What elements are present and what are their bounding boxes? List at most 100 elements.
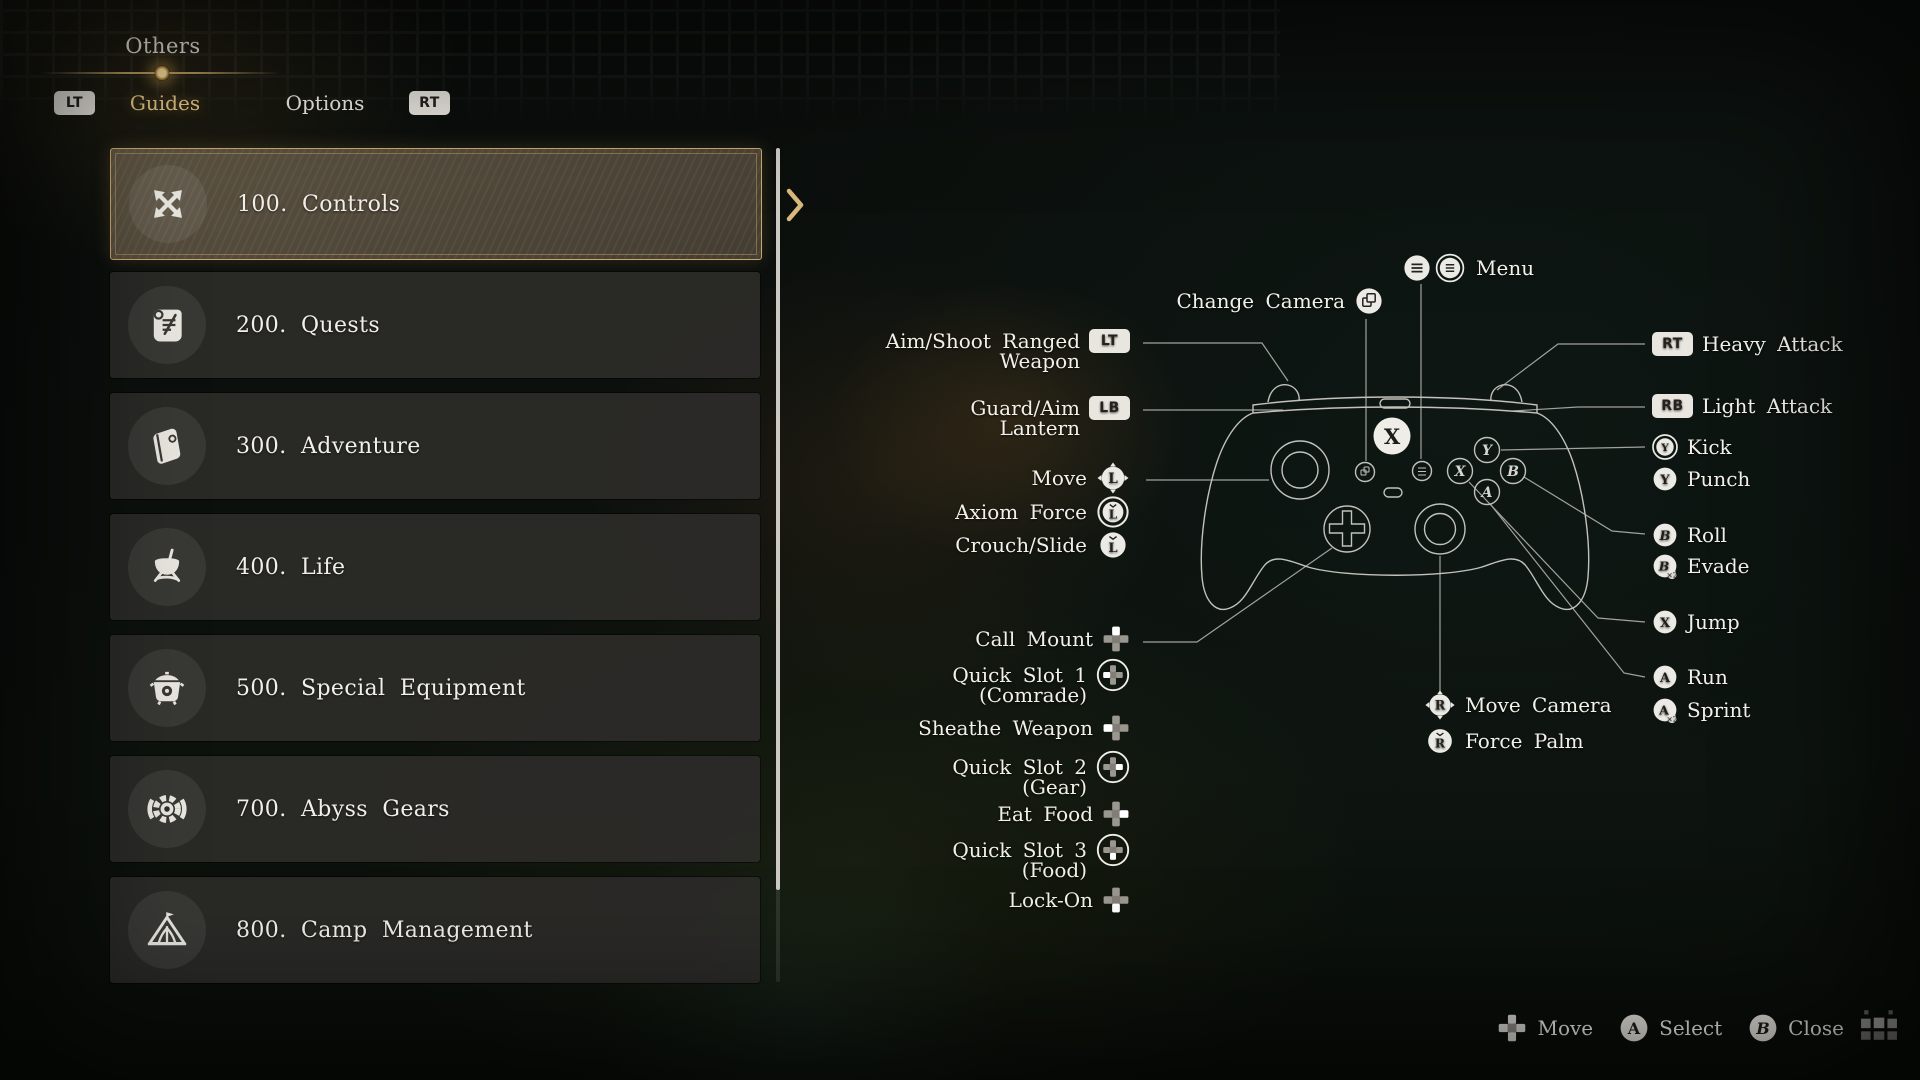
hint-close[interactable]: B Close [1748, 1013, 1844, 1043]
svg-text:Y: Y [1660, 442, 1669, 454]
dpad-right-hold-icon [1096, 750, 1130, 784]
lt-button-icon[interactable]: LT [54, 91, 95, 115]
hint-move[interactable]: Move [1497, 1013, 1593, 1043]
book-icon [128, 407, 206, 485]
left-stick-move-icon: L [1096, 461, 1130, 495]
input-device-grid-icon[interactable] [1860, 1008, 1898, 1046]
jump-mapping: X Jump [1652, 609, 1740, 635]
roll-mapping: B Roll [1652, 522, 1727, 548]
dpad-down-hold-icon [1096, 833, 1130, 867]
svg-text:R: R [1435, 698, 1446, 713]
tent-icon [128, 891, 206, 969]
menu-label: Menu [1476, 256, 1535, 280]
menu-ring-icon [1435, 253, 1465, 283]
menu-mapping: Menu [1402, 253, 1535, 283]
run-mapping: A Run [1652, 665, 1728, 689]
svg-text:B: B [1658, 559, 1670, 574]
controller-x-letter: X [1454, 464, 1467, 480]
list-scrollbar-thumb[interactable] [776, 148, 780, 890]
y-button-icon: Y [1652, 466, 1678, 492]
sprint-mapping: A ×2 Sprint [1652, 697, 1750, 723]
page-title: Others [125, 34, 201, 58]
move-camera-mapping: R Move Camera [1424, 690, 1612, 720]
guide-item-label: 300. Adventure [236, 433, 421, 459]
view-button-icon [1354, 286, 1384, 316]
svg-text:L: L [1109, 508, 1118, 522]
axiom-force-mapping: Axiom Force L [955, 496, 1130, 529]
dpad-right-icon [1102, 800, 1130, 828]
dpad-down-icon [1102, 886, 1130, 914]
guide-item-special-equipment[interactable]: 500. Special Equipment [110, 635, 760, 741]
dpad-left-icon [1102, 714, 1130, 742]
svg-text:B: B [1659, 529, 1671, 544]
change-camera-mapping: Change Camera [1176, 288, 1385, 314]
lb-button-icon: LB [1089, 396, 1130, 420]
guide-item-label: 700. Abyss Gears [236, 796, 450, 822]
y-button-hold-icon: Y [1652, 434, 1678, 460]
guide-item-label: 800. Camp Management [236, 917, 533, 943]
xbox-guide-icon: X [1384, 424, 1401, 449]
guide-item-camp-management[interactable]: 800. Camp Management [110, 877, 760, 983]
right-stick-move-icon: R [1424, 689, 1456, 721]
cauldron-icon [128, 528, 206, 606]
controller-a-letter: A [1480, 485, 1493, 501]
scroll-icon [128, 286, 206, 364]
eat-food-mapping: Eat Food [997, 801, 1130, 828]
svg-text:A: A [1658, 703, 1669, 718]
b-button-icon: B [1748, 1013, 1778, 1043]
move-mapping: Move L [1031, 462, 1130, 495]
guide-item-controls[interactable]: 100. Controls [110, 148, 762, 260]
x-button-icon: X [1652, 609, 1678, 635]
svg-text:L: L [1108, 541, 1117, 556]
incense-pot-icon [128, 649, 206, 727]
svg-text:X: X [1660, 616, 1671, 631]
controller-b-letter: B [1506, 464, 1519, 480]
menu-filled-icon [1402, 253, 1432, 283]
b-button-icon: B [1652, 522, 1678, 548]
left-stick-press-icon: L [1096, 528, 1130, 562]
kick-mapping: Y Kick [1652, 434, 1732, 460]
title-glow-dot [154, 65, 170, 81]
rb-button-icon: RB [1652, 394, 1693, 418]
force-palm-mapping: R Force Palm [1424, 729, 1584, 753]
change-camera-label: Change Camera [1176, 289, 1346, 313]
controller-y-letter: Y [1482, 443, 1494, 459]
quick-slot-1-mapping: Quick Slot 1(Comrade) [952, 658, 1130, 705]
svg-text:B: B [1755, 1019, 1770, 1038]
move-arrows-icon [129, 165, 207, 243]
rt-button-icon[interactable]: RT [409, 91, 450, 115]
lock-on-mapping: Lock-On [1009, 887, 1130, 914]
b-button-double-icon: B ×2 [1652, 553, 1678, 579]
call-mount-mapping: Call Mount [975, 626, 1130, 653]
hint-select[interactable]: A Select [1619, 1013, 1722, 1043]
dpad-up-icon [1102, 625, 1130, 653]
sheathe-weapon-mapping: Sheathe Weapon [918, 715, 1130, 742]
tab-guides[interactable]: Guides [129, 91, 201, 115]
footer-hints: Move A Select B Close [1497, 1013, 1844, 1043]
dpad-left-hold-icon [1096, 658, 1130, 692]
a-button-icon: A [1619, 1013, 1649, 1043]
gear-icon [128, 770, 206, 848]
rt-button-icon: RT [1652, 332, 1693, 356]
punch-mapping: Y Punch [1652, 466, 1750, 492]
light-attack-mapping: RB Light Attack [1652, 394, 1832, 418]
a-button-double-icon: A ×2 [1652, 697, 1678, 723]
guide-item-label: 400. Life [236, 554, 346, 580]
guide-item-abyss-gears[interactable]: 700. Abyss Gears [110, 756, 760, 862]
guide-item-life[interactable]: 400. Life [110, 514, 760, 620]
tab-options[interactable]: Options [285, 91, 365, 115]
crouch-slide-mapping: Crouch/Slide L [955, 532, 1130, 562]
guide-item-adventure[interactable]: 300. Adventure [110, 393, 760, 499]
lt-button-icon: LT [1089, 329, 1130, 353]
svg-text:R: R [1435, 737, 1446, 751]
heavy-attack-mapping: RT Heavy Attack [1652, 332, 1843, 356]
evade-mapping: B ×2 Evade [1652, 553, 1749, 579]
dpad-icon [1497, 1013, 1527, 1043]
svg-text:L: L [1108, 471, 1118, 487]
right-stick-press-icon: R [1424, 725, 1456, 757]
quick-slot-3-mapping: Quick Slot 3(Food) [952, 833, 1130, 880]
guide-item-quests[interactable]: 200. Quests [110, 272, 760, 378]
